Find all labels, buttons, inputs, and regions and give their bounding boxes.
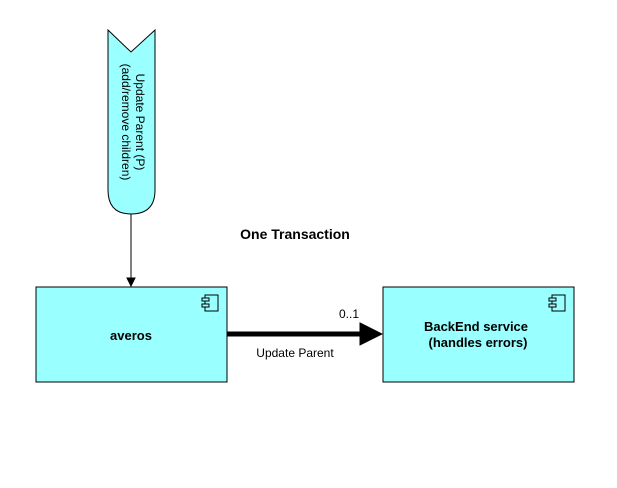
event-label-line1: Update Parent (P): [133, 74, 147, 171]
component-averos-label: averos: [110, 328, 152, 343]
event-label-line2: (add/remove children): [119, 64, 133, 181]
component-averos-box: [35, 286, 228, 383]
trigger-arrow: [126, 214, 136, 288]
connection-arrow-head: [359, 322, 384, 346]
event-node[interactable]: Update Parent (P) (add/remove children): [107, 28, 156, 215]
component-icon: [201, 294, 219, 312]
connection-label: Update Parent: [256, 346, 334, 360]
component-averos[interactable]: averos: [35, 286, 228, 383]
connection-arrow: [227, 322, 384, 346]
component-backend-label-line2: (handles errors): [429, 335, 528, 350]
component-backend-box: [382, 286, 575, 383]
event-shape: [107, 28, 156, 215]
component-backend-service[interactable]: BackEnd service (handles errors): [382, 286, 575, 383]
component-backend-label-line1: BackEnd service: [424, 319, 528, 334]
diagram-title: One Transaction: [240, 226, 350, 242]
component-icon: [548, 294, 566, 312]
trigger-arrow-head: [126, 277, 136, 288]
connection-multiplicity: 0..1: [339, 307, 359, 321]
